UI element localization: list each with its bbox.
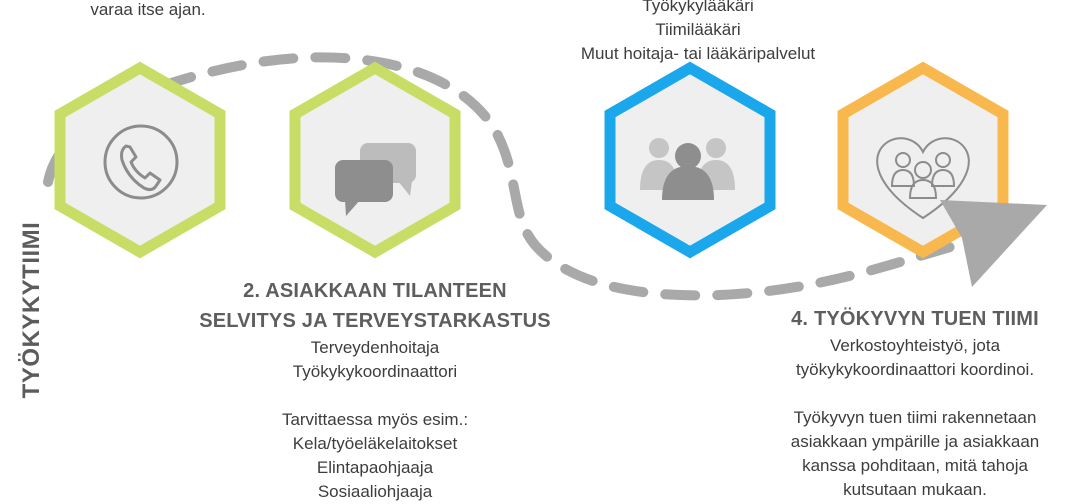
side-title: TYÖKYKYTIIMI bbox=[18, 221, 45, 399]
step4-heading: 4. TYÖKYVYN TUEN TIIMI bbox=[791, 308, 1039, 330]
step4-body-line bbox=[760, 382, 1070, 406]
hexagon-team bbox=[604, 61, 776, 259]
top-center-line: Työkykylääkäri bbox=[642, 0, 754, 15]
step2-body-line: Työkykykoordinaattori bbox=[292, 362, 458, 381]
step4-body-line: työkykykoordinaattori koordinoi. bbox=[795, 360, 1035, 379]
step2-heading: 2. ASIAKKAAN TILANTEEN bbox=[243, 280, 507, 302]
arrow-head-icon bbox=[940, 200, 1047, 287]
step2-body-line: Kela/työeläkelaitokset bbox=[292, 434, 458, 453]
step4-body-line: Verkostoyhteistyö, jota bbox=[829, 336, 1001, 355]
step2-heading: SELVITYS JA TERVEYSTARKASTUS bbox=[199, 310, 551, 332]
step2-body-line: Tarvittaessa myös esim.: bbox=[281, 410, 469, 429]
hexagon-speech bbox=[289, 61, 461, 259]
top-left-text: varaa itse ajan. bbox=[90, 0, 206, 19]
step4-body-line: kutsutaan mukaan. bbox=[843, 480, 987, 499]
step2-body-line bbox=[160, 384, 590, 408]
speech-bubbles-icon bbox=[335, 143, 416, 216]
step2-body-line: Terveydenhoitaja bbox=[310, 338, 440, 357]
top-center-line: Tiimilääkäri bbox=[655, 20, 741, 39]
step2-body-line: Sosiaaliohjaaja bbox=[317, 482, 433, 501]
step4-body-line: asiakkaan ympärille ja asiakkaan bbox=[790, 432, 1040, 451]
step4-body-line: Työkyvyn tuen tiimi rakennetaan bbox=[793, 408, 1037, 427]
heart-people-icon bbox=[876, 137, 970, 220]
phone-icon bbox=[103, 124, 179, 200]
team-people-icon bbox=[640, 138, 735, 200]
top-center-line: Muut hoitaja- tai lääkäripalvelut bbox=[580, 44, 816, 63]
step4-body-line: kanssa pohditaan, mitä tahoja bbox=[802, 456, 1028, 475]
step4-block: 4. TYÖKYVYN TUEN TIIMI Verkostoyhteistyö… bbox=[760, 304, 1070, 502]
dashed-process-path bbox=[43, 52, 980, 301]
hexagon-phone bbox=[54, 61, 226, 259]
step2-body-line: Elintapaohjaaja bbox=[316, 458, 434, 477]
top-center-text-block: Työkykylääkäri Tiimilääkäri Muut hoitaja… bbox=[540, 0, 856, 66]
step2-block: 2. ASIAKKAAN TILANTEEN SELVITYS JA TERVE… bbox=[160, 276, 590, 504]
